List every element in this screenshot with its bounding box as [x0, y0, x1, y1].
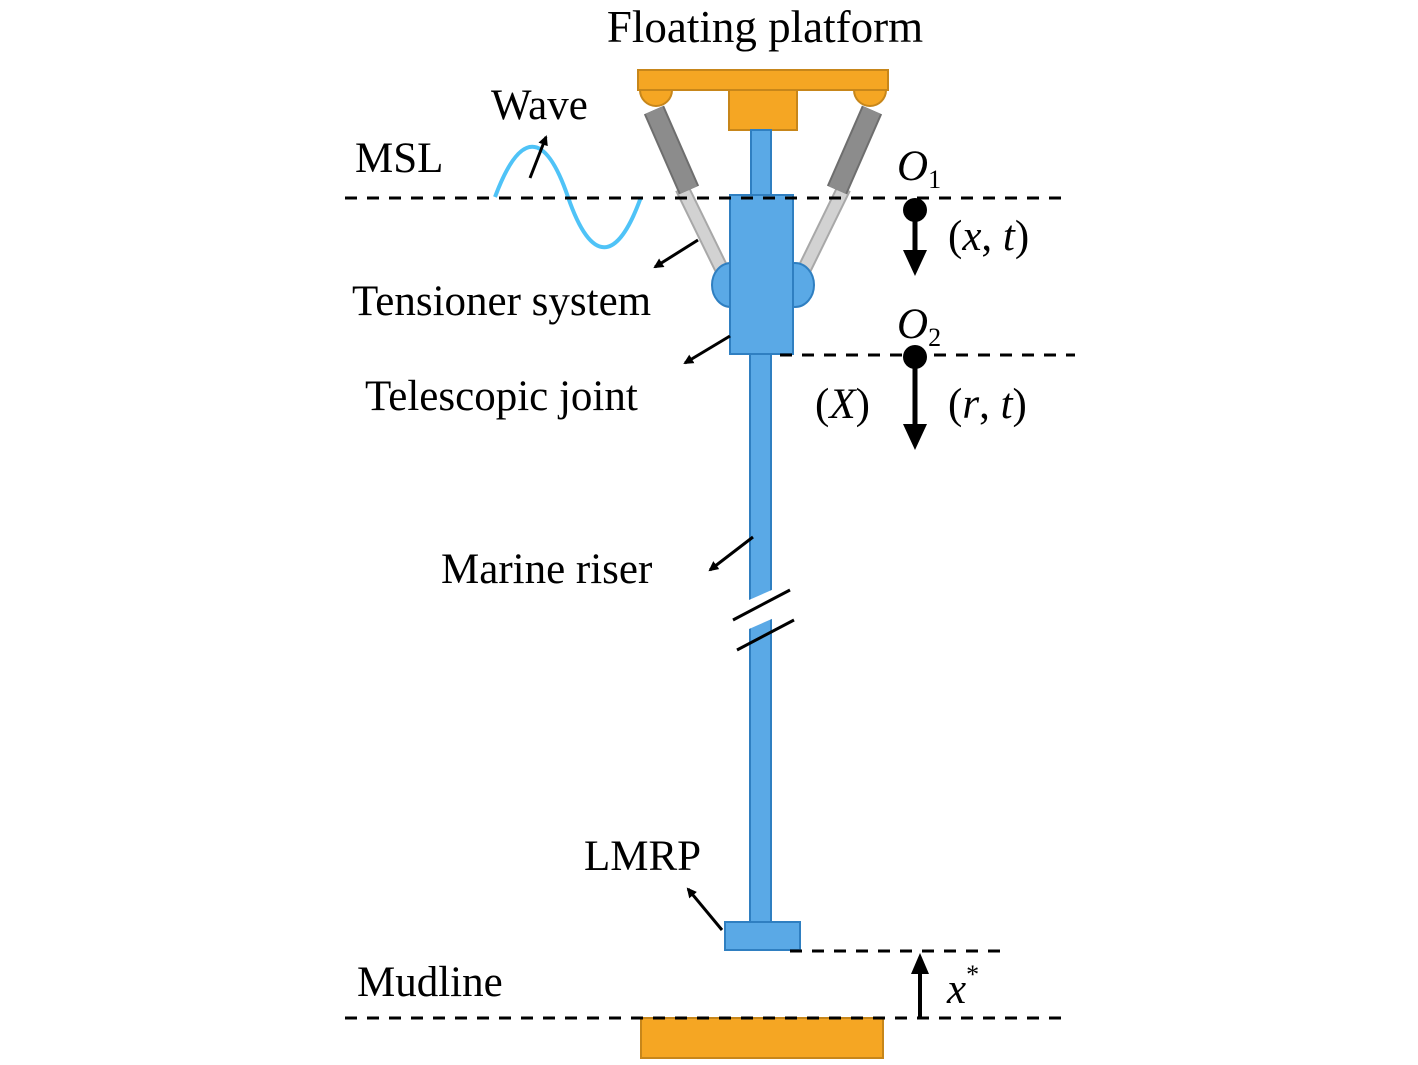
telescopic-arrow — [683, 334, 731, 365]
riser-arrow — [708, 535, 754, 572]
coordinate-o1 — [903, 198, 927, 276]
wave-arrow — [528, 135, 548, 179]
o1-label: O1 — [897, 143, 941, 194]
pointer-arrows — [528, 135, 754, 931]
o2-label: O2 — [897, 301, 941, 352]
coord-x-t-label: (x, t) — [948, 213, 1029, 260]
telescopic-joint-label: Telescopic joint — [365, 373, 638, 420]
marine-riser-label: Marine riser — [441, 546, 652, 593]
mudline-label: Mudline — [357, 959, 503, 1006]
lmrp-arrow — [686, 887, 724, 931]
big-x-label: (X) — [815, 381, 870, 428]
xstar-arrow — [911, 953, 929, 1018]
right-hinge — [852, 89, 888, 107]
coord-r-t-label: (r, t) — [948, 381, 1027, 428]
seabed-block — [640, 1017, 884, 1059]
lmrp-block — [724, 921, 801, 951]
x-star-label: x* — [946, 960, 979, 1013]
reference-lines — [345, 196, 1075, 1020]
riser-upper — [750, 129, 772, 201]
break-mark — [732, 582, 795, 652]
telescopic-joint — [729, 194, 794, 355]
wave-label: Wave — [491, 82, 588, 129]
lmrp-label: LMRP — [584, 833, 701, 880]
msl-label: MSL — [355, 135, 443, 182]
tensioner-system — [643, 105, 883, 282]
tensioner-system-label: Tensioner system — [352, 278, 651, 325]
floating-platform-label: Floating platform — [607, 2, 923, 52]
platform-connector — [728, 89, 798, 131]
tensioner-arrow — [653, 238, 699, 269]
floating-platform — [637, 69, 889, 131]
left-hinge — [638, 89, 674, 107]
coordinate-o2 — [903, 345, 927, 450]
